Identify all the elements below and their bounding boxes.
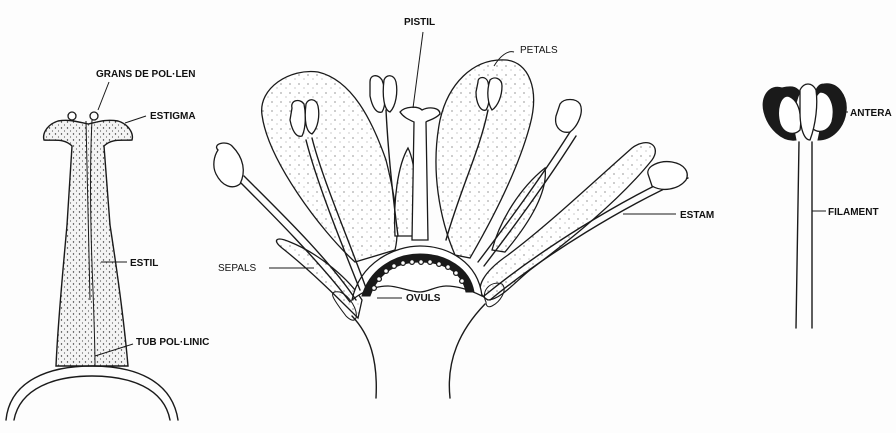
label-petals: PETALS	[520, 45, 558, 56]
anther-connective	[800, 84, 817, 140]
ovary-outer-arc	[6, 366, 178, 420]
label-estil: ESTIL	[130, 258, 158, 269]
anther-left-lobe	[778, 96, 800, 133]
pistil-style-body	[44, 120, 133, 366]
pollen-grain	[68, 112, 76, 120]
label-estigma: ESTIGMA	[150, 111, 196, 122]
label-pistil: PISTIL	[404, 17, 435, 28]
receptacle	[352, 304, 485, 398]
filament-left-line	[796, 142, 799, 328]
ovary-inner-arc	[14, 376, 170, 420]
pollen-grain	[90, 112, 98, 120]
label-filament: FILAMENT	[828, 207, 879, 218]
label-estam: ESTAM	[680, 210, 714, 221]
flower-section	[214, 60, 688, 398]
label-sepals: SEPALS	[218, 263, 256, 274]
label-tub-pollinic: TUB POL·LINIC	[136, 337, 209, 348]
label-grans-de-pollen: GRANS DE POL·LEN	[96, 69, 195, 80]
label-antera: ANTERA	[850, 108, 892, 119]
stamen-detail	[763, 84, 846, 328]
label-ovuls: OVULS	[406, 293, 441, 304]
leader-grans	[98, 82, 109, 110]
leader-pistil	[413, 32, 423, 108]
leader-estigma	[125, 116, 146, 123]
